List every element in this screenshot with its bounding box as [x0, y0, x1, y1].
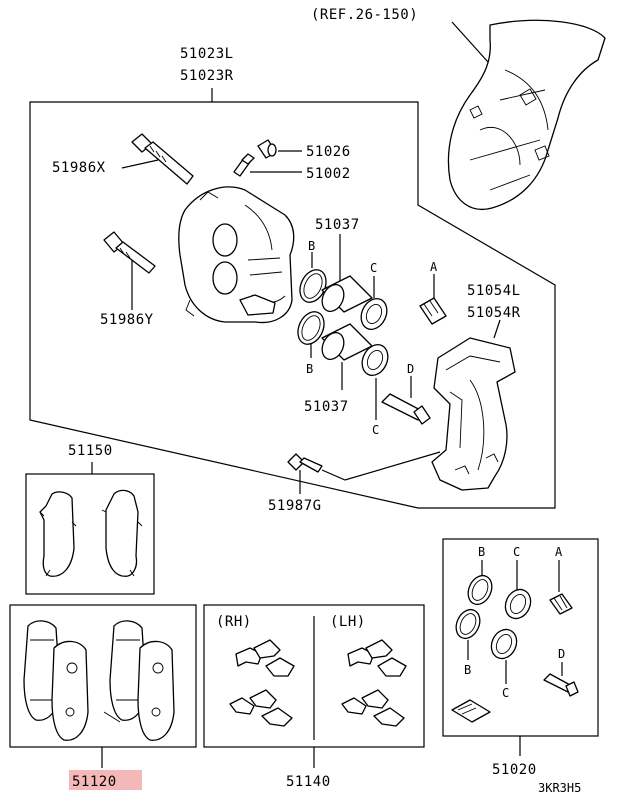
bleeder-screw-label[interactable]: 51002 [306, 166, 351, 182]
guide-pin-d[interactable] [381, 393, 431, 425]
diagram-code: 3KR3H5 [538, 781, 581, 795]
seal-kit-label[interactable]: 51020 [492, 762, 537, 778]
pad-clips-rh[interactable] [229, 639, 295, 727]
kit-letter-b-bottom[interactable]: B [464, 663, 471, 677]
piston-top[interactable] [318, 275, 373, 315]
kit-sleeve-a[interactable] [549, 593, 573, 615]
guide-pin-bolt-x[interactable] [131, 133, 194, 185]
guide-pin-bolt-y[interactable] [103, 231, 156, 274]
brake-pad-left[interactable] [23, 620, 89, 741]
ref-label[interactable]: (REF.26-150) [311, 7, 418, 23]
bleeder-cap-label[interactable]: 51026 [306, 144, 351, 160]
bolt-x-label[interactable]: 51986X [52, 160, 106, 176]
piston-top-label[interactable]: 51037 [315, 217, 360, 233]
kit-seal-b-bottom[interactable] [452, 606, 485, 642]
bolt-g-label[interactable]: 51987G [268, 498, 322, 514]
bolt-y-label[interactable]: 51986Y [100, 312, 154, 328]
shim-kit-label[interactable]: 51150 [68, 443, 113, 459]
kit-letter-c-top[interactable]: C [513, 545, 520, 559]
caliper-assembly-outline [29, 101, 556, 509]
piston-bottom-label[interactable]: 51037 [304, 399, 349, 415]
piston-bottom[interactable] [318, 323, 373, 363]
kit-letter-d[interactable]: D [558, 647, 565, 661]
pad-shim-right[interactable] [101, 489, 143, 577]
letter-c-bottom[interactable]: C [372, 423, 379, 437]
kit-grease-packet[interactable] [451, 699, 491, 723]
letter-c-top[interactable]: C [370, 261, 377, 275]
brake-pad-right[interactable] [103, 620, 175, 741]
letter-b-bottom[interactable]: B [306, 362, 313, 376]
caliper-support[interactable] [431, 337, 516, 491]
kit-seal-b-top[interactable] [464, 572, 497, 608]
support-r-label[interactable]: 51054R [467, 305, 521, 321]
kit-boot-c-bottom[interactable] [487, 625, 521, 662]
bleeder-screw[interactable] [233, 153, 255, 177]
pad-shim-left[interactable] [39, 491, 77, 577]
kit-boot-c-top[interactable] [501, 585, 535, 622]
ref-leader [451, 21, 489, 63]
caliper-body[interactable] [178, 186, 295, 324]
kit-letter-b-top[interactable]: B [478, 545, 485, 559]
letter-d[interactable]: D [407, 362, 414, 376]
piston-seal-b-top[interactable] [295, 266, 331, 307]
dust-boot-c-top[interactable] [356, 294, 391, 333]
kit-letter-a[interactable]: A [555, 545, 563, 559]
pad-clips-lh[interactable] [341, 639, 407, 727]
letter-a[interactable]: A [430, 260, 438, 274]
pad-set-highlight [69, 770, 142, 790]
shim-kit-box [25, 473, 155, 595]
lh-label[interactable]: (LH) [330, 614, 366, 630]
dust-boot-c-bottom[interactable] [357, 340, 392, 379]
support-l-label[interactable]: 51054L [467, 283, 521, 299]
caliper-l-label[interactable]: 51023L [180, 46, 234, 62]
kit-letter-c-bottom[interactable]: C [502, 686, 509, 700]
bleeder-cap[interactable] [257, 139, 277, 159]
kit-pin-d[interactable] [543, 673, 579, 697]
caliper-r-label[interactable]: 51023R [180, 68, 234, 84]
pad-set-box [9, 604, 197, 748]
pad-set-label[interactable]: 51120 [72, 774, 117, 790]
rh-label[interactable]: (RH) [216, 614, 252, 630]
support-bolt-g[interactable] [287, 453, 323, 473]
letter-b-top[interactable]: B [308, 239, 315, 253]
piston-seal-b-bottom[interactable] [293, 308, 329, 349]
guide-sleeve-a[interactable] [419, 297, 447, 325]
dust-shield-ref [447, 19, 606, 210]
clip-kit-label[interactable]: 51140 [286, 774, 331, 790]
